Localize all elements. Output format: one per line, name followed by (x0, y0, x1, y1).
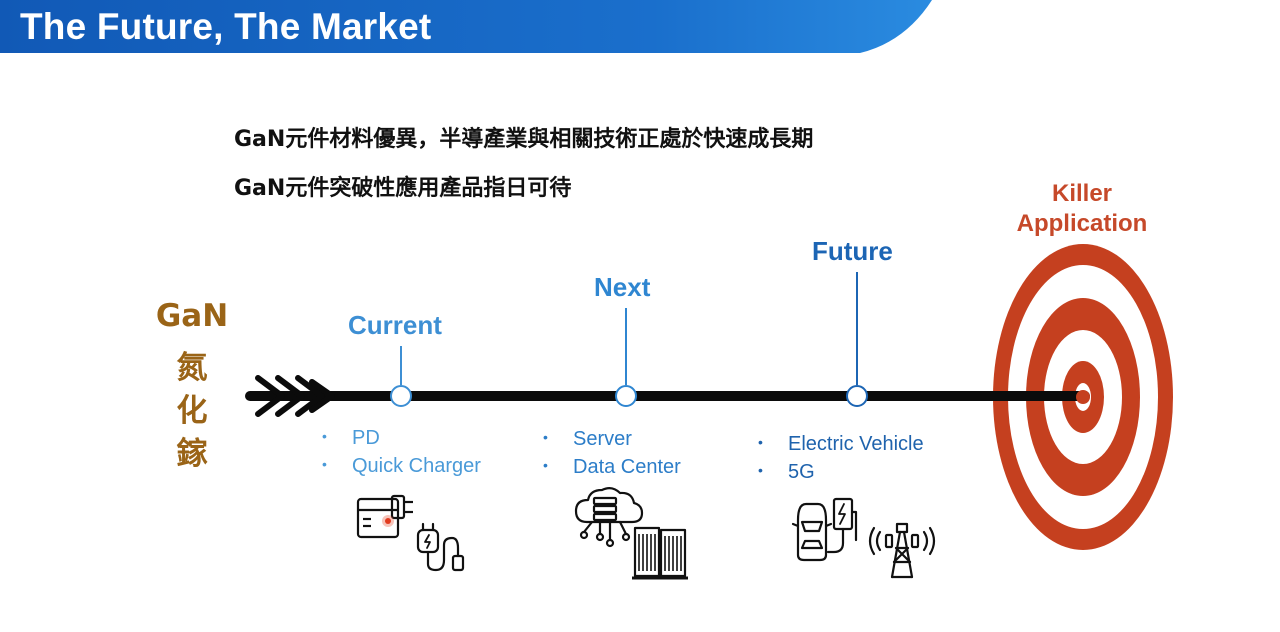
bullet-dot: • (322, 456, 327, 472)
bullet-item-quick-charger: • Quick Charger (322, 455, 481, 478)
headline-2: GaN元件突破性應用產品指日可待 (234, 176, 572, 201)
stage-marker-current (390, 346, 412, 407)
bullet-item-electric-vehicle: • Electric Vehicle (758, 433, 924, 456)
bullet-text: 5G (788, 461, 815, 483)
bullet-dot: • (758, 434, 763, 450)
killer-application-label-line1: Killer (1051, 180, 1113, 207)
stage-marker-next (615, 308, 637, 407)
bullet-text: Data Center (573, 456, 681, 478)
bullet-text: PD (352, 427, 380, 449)
bullet-item-data-center: • Data Center (543, 456, 681, 479)
gan-chinese-char-2: 化 (176, 393, 208, 429)
bullet-item-server: • Server (543, 428, 632, 451)
stage-label-next: Next (594, 272, 651, 302)
bullet-dot: • (543, 457, 548, 473)
title-banner (0, 0, 932, 53)
stage-marker-future (846, 272, 868, 407)
slide-title: The Future, The Market (20, 6, 432, 47)
plug-cable-icon (416, 522, 465, 572)
killer-application-label-line2: Application (1016, 210, 1148, 237)
stage-label-future: Future (812, 236, 893, 266)
gan-label: GaN (155, 298, 229, 334)
bullet-text: Quick Charger (352, 455, 481, 477)
bullet-dot: • (543, 429, 548, 445)
bullet-text: Electric Vehicle (788, 433, 924, 455)
ev-charging-icon (791, 497, 858, 562)
bullet-text: Server (573, 428, 632, 450)
bullet-dot: • (322, 428, 327, 444)
target-hit-point (1076, 390, 1090, 404)
charger-icon (356, 494, 413, 539)
bullet-item-5g: • 5G (758, 461, 815, 484)
gan-chinese-char-3: 鎵 (176, 436, 208, 472)
data-center-racks-icon (632, 526, 688, 580)
bullet-dot: • (758, 462, 763, 478)
arrow-fletching-icon (255, 375, 335, 417)
cloud-server-icon (574, 486, 644, 548)
bullet-item-pd: • PD (322, 427, 380, 450)
headline-1: GaN元件材料優異，半導產業與相關技術正處於快速成長期 (234, 127, 814, 152)
cell-tower-icon (868, 522, 936, 579)
gan-chinese-char-1: 氮 (176, 350, 208, 386)
stage-label-current: Current (348, 310, 442, 340)
